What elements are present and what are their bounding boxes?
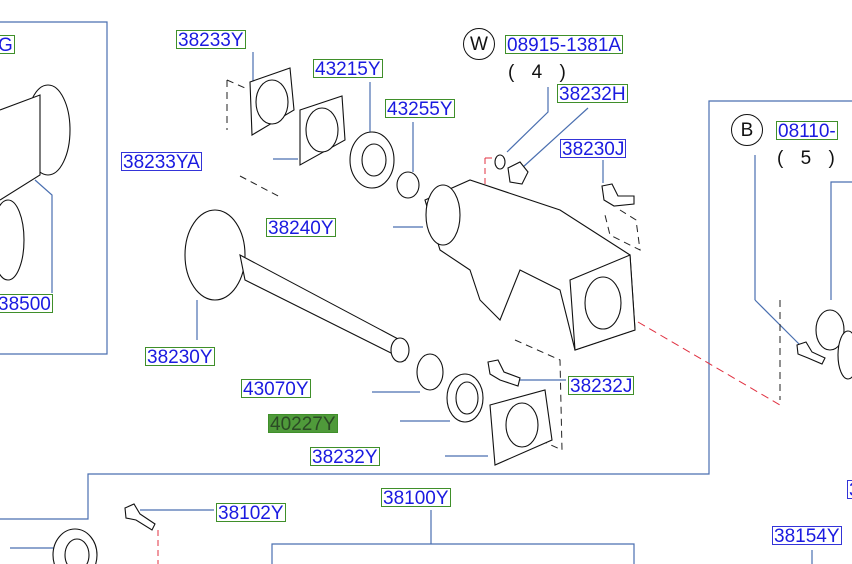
marker-b: B	[731, 114, 763, 146]
part-label-38230J[interactable]: 38230J	[560, 139, 627, 160]
part-label-partial-3[interactable]: 3	[847, 480, 852, 500]
part-label-38232Y[interactable]: 38232Y	[310, 447, 380, 468]
part-label-38232J[interactable]: 38232J	[568, 376, 635, 397]
dashed-lines	[226, 79, 781, 451]
part-label-38230Y[interactable]: 38230Y	[145, 347, 215, 368]
part-label-43070Y[interactable]: 43070Y	[241, 379, 311, 400]
part-label-38240Y[interactable]: 38240Y	[266, 218, 336, 239]
part-drawings	[0, 67, 852, 564]
part-label-38233YA[interactable]: 38233YA	[121, 152, 202, 173]
part-label-38500[interactable]: 38500	[0, 294, 53, 314]
frame-lines	[0, 21, 852, 564]
marker-w: W	[463, 28, 495, 60]
part-label-38100Y[interactable]: 38100Y	[381, 488, 451, 509]
part-label-08110[interactable]: 08110-	[776, 121, 838, 142]
part-label-g-partial[interactable]: G	[0, 35, 15, 55]
hidden-lines	[157, 157, 781, 564]
part-label-38233Y[interactable]: 38233Y	[176, 30, 246, 51]
part-label-38154Y[interactable]: 38154Y	[772, 526, 842, 547]
quantity-b: ( 5 )	[777, 148, 841, 169]
part-label-43215Y[interactable]: 43215Y	[313, 59, 383, 80]
part-label-40227Y-highlighted[interactable]: 40227Y	[268, 414, 338, 435]
part-label-38102Y[interactable]: 38102Y	[216, 503, 286, 524]
part-label-43255Y[interactable]: 43255Y	[385, 99, 455, 120]
quantity-w: ( 4 )	[508, 62, 572, 83]
part-label-38232H[interactable]: 38232H	[557, 84, 628, 105]
part-label-08915-1381A[interactable]: 08915-1381A	[505, 35, 624, 56]
